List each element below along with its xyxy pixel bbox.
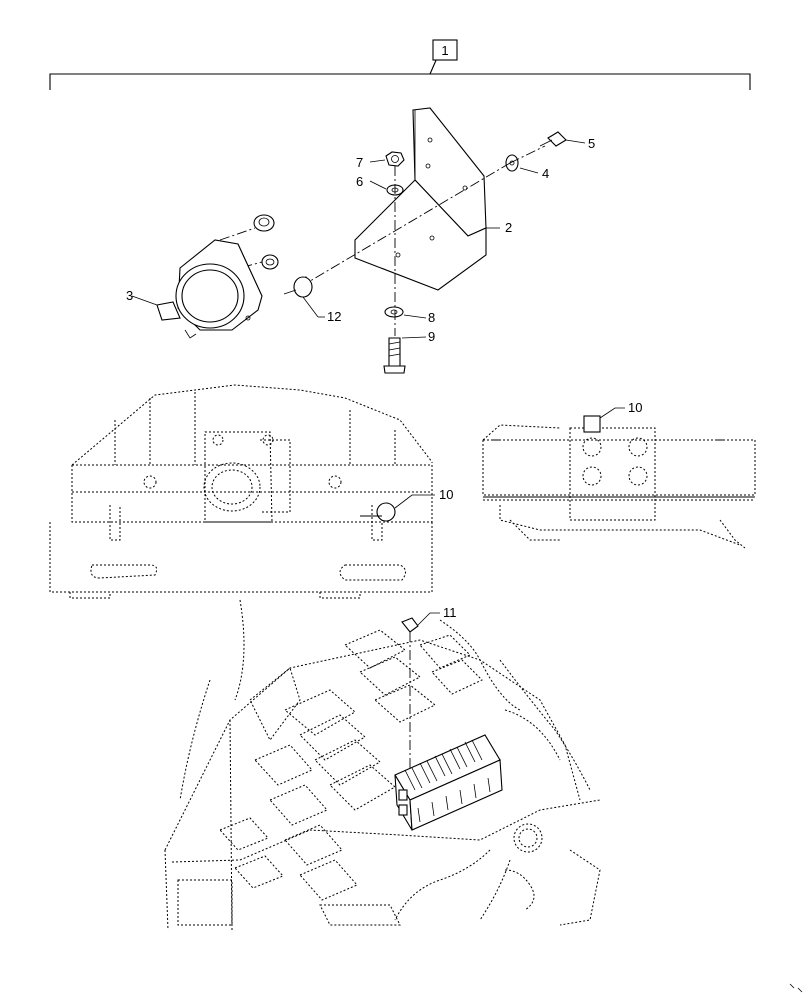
callout-8: 8 xyxy=(428,310,435,325)
callout-9: 9 xyxy=(428,329,435,344)
callout-5: 5 xyxy=(588,136,595,151)
mounting-bracket: 2 xyxy=(354,107,512,291)
callout-3: 3 xyxy=(126,288,133,303)
callout-4: 4 xyxy=(542,166,549,181)
detail-view: 10 xyxy=(482,400,756,549)
callout-12: 12 xyxy=(327,309,341,324)
lower-bolt: 8 9 xyxy=(383,306,435,374)
spacer: 12 xyxy=(283,276,341,324)
callout-10-detail: 10 xyxy=(628,400,642,415)
callout-10-roof: 10 xyxy=(439,487,453,502)
fuse-box-view: 11 xyxy=(164,599,601,931)
cab-roof-view: 10 xyxy=(49,384,453,599)
callout-6: 6 xyxy=(356,174,363,189)
bolt-and-washer: 5 4 xyxy=(505,131,595,181)
callout-11: 11 xyxy=(443,605,457,620)
callout-2: 2 xyxy=(505,220,512,235)
assembly-bracket: 1 xyxy=(49,39,751,90)
buzzer-unit: 3 xyxy=(126,214,279,339)
nut-and-washer: 7 6 xyxy=(356,151,405,196)
callout-1: 1 xyxy=(441,43,448,58)
callout-7: 7 xyxy=(356,155,363,170)
